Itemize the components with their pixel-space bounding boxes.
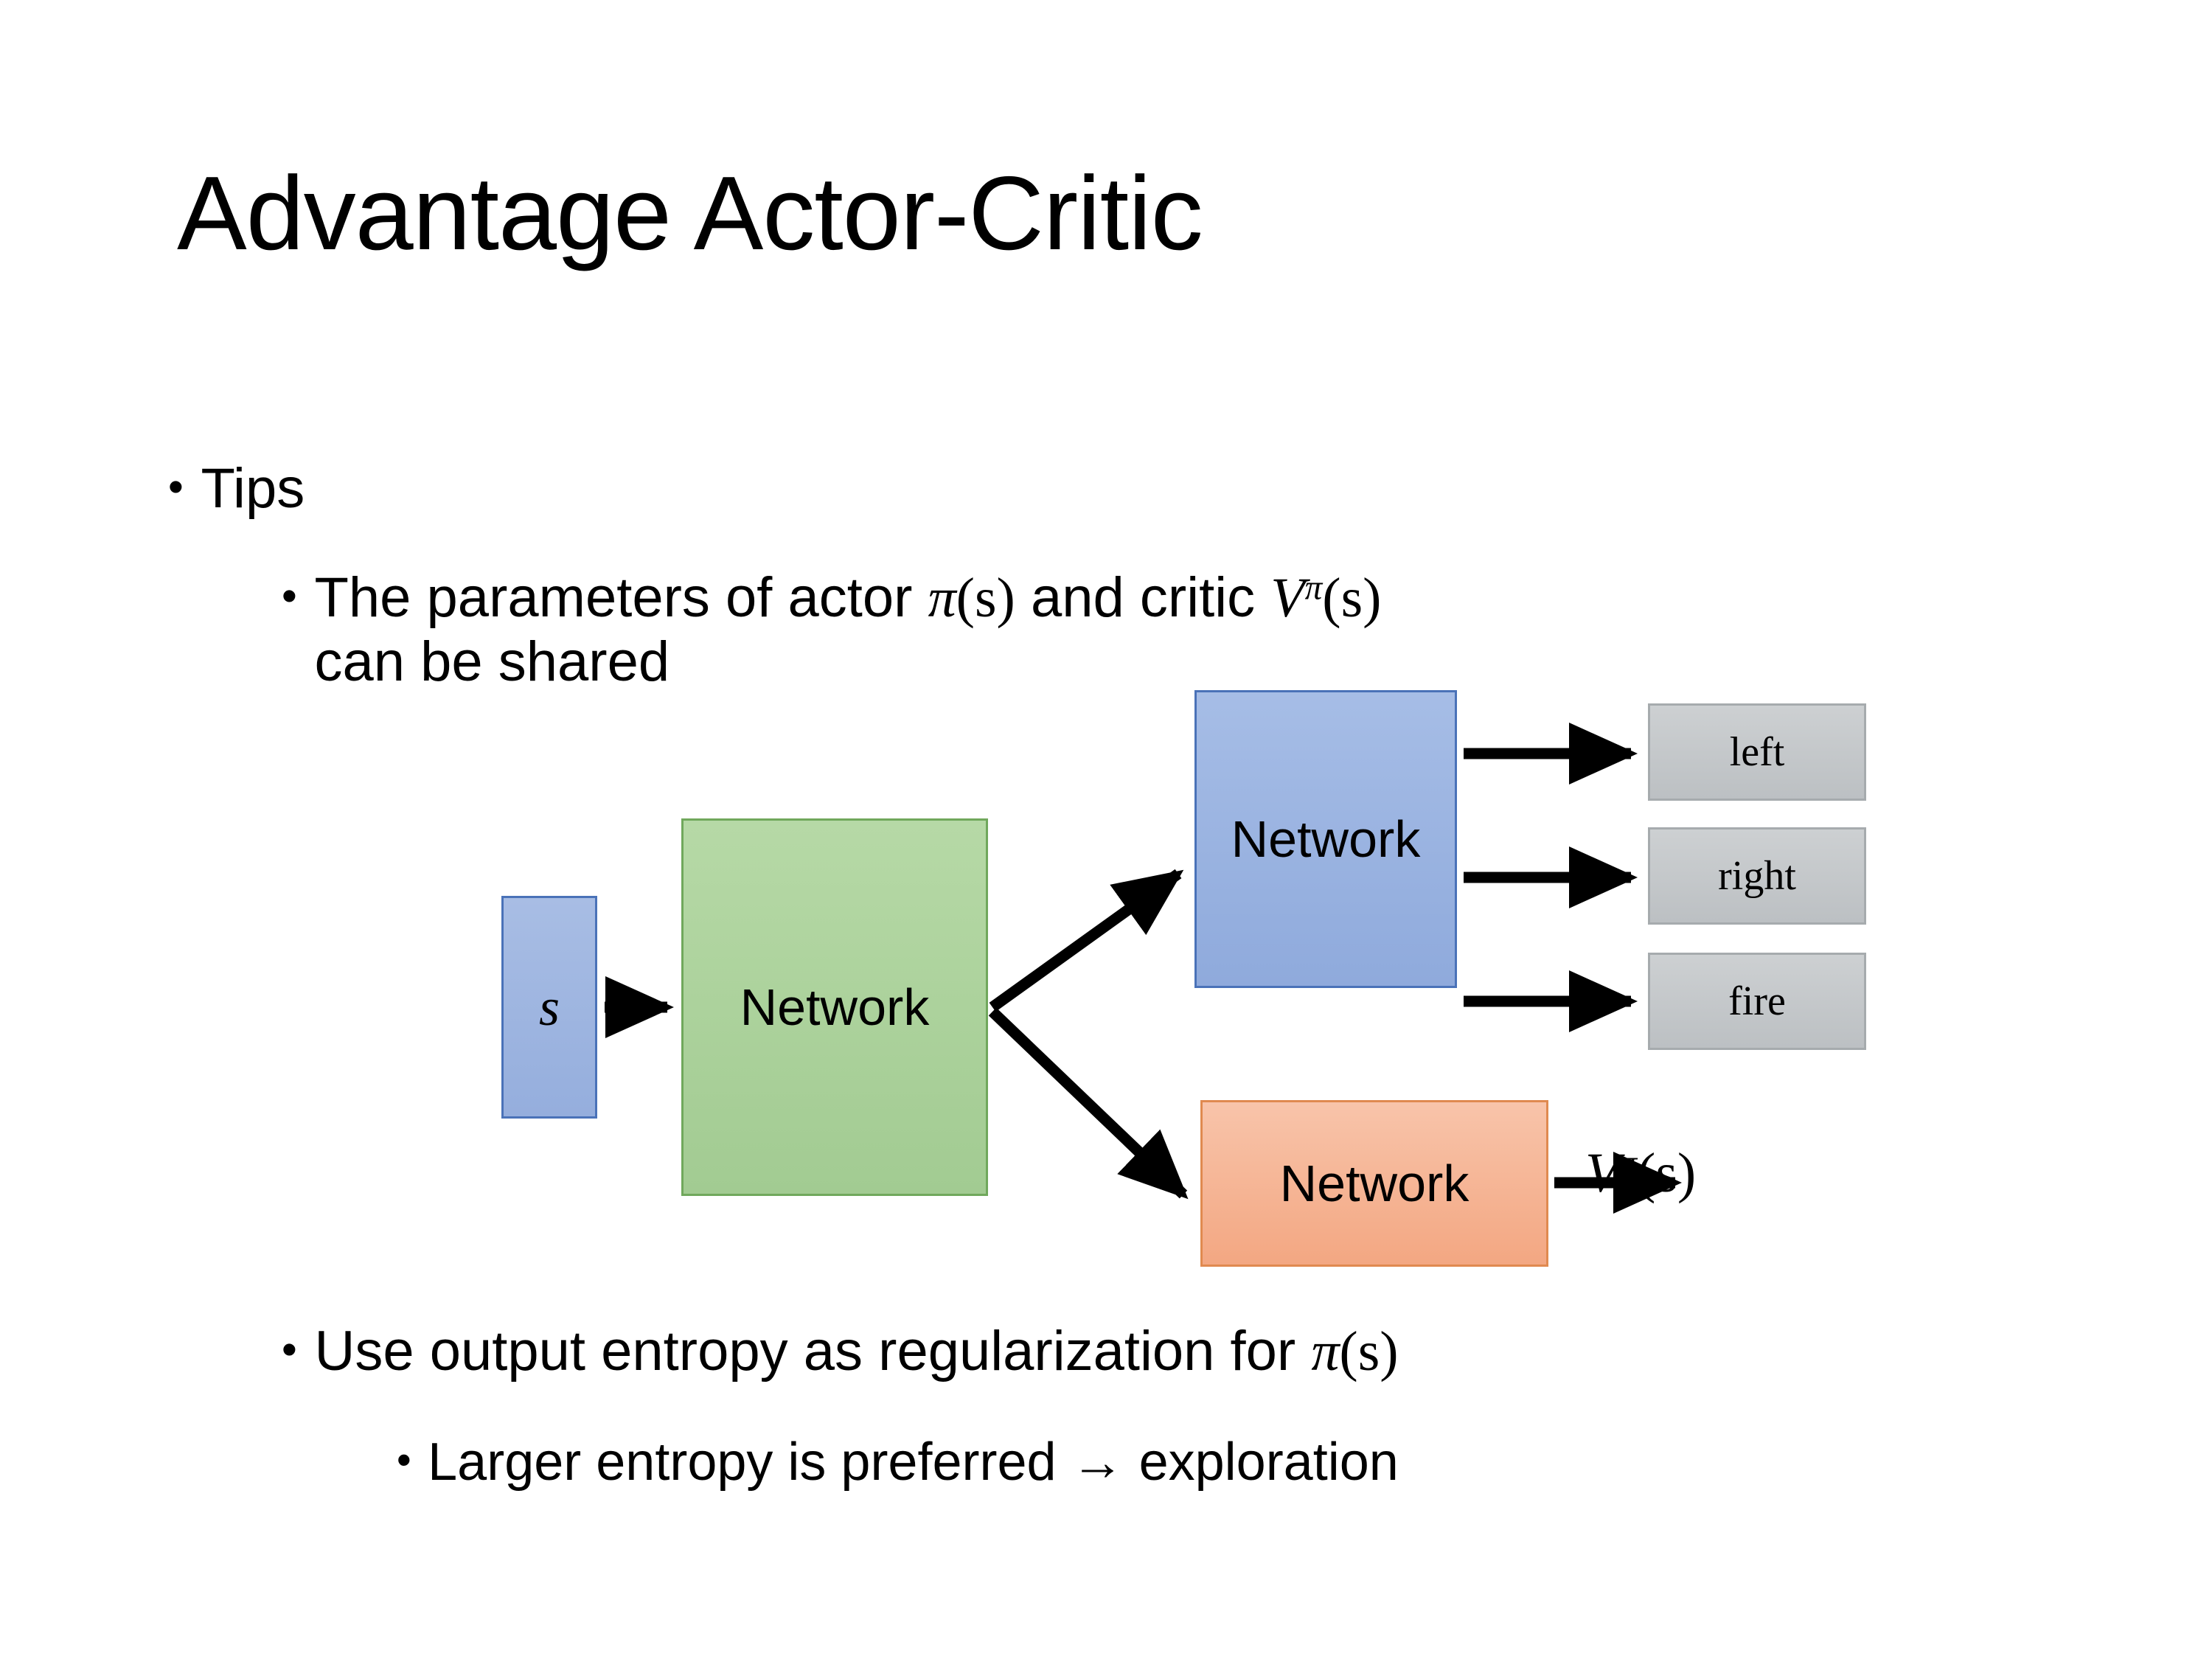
action-output-right-label: right [1718,853,1796,899]
critic-network-label: Network [1279,1155,1470,1212]
bullet-marker-icon: • [397,1436,411,1483]
bullet-tips-label: Tips [201,457,305,520]
bullet-text-prefix: The parameters of actor [314,566,928,629]
bullet-text-middle: and critic [1015,566,1271,629]
math-pi-symbol: π [928,567,956,629]
critic-network-box[interactable]: Network [1200,1100,1548,1267]
arrow-shared-to-actor [989,869,1184,1012]
math-v-superscript: π [1304,568,1323,608]
action-output-fire-label: fire [1728,978,1786,1024]
math-policy-pi: π(s) [1311,1321,1398,1382]
action-output-fire[interactable]: fire [1648,953,1866,1050]
bullet-tips: • Tips [168,457,305,521]
value-v-argument: (s) [1637,1142,1697,1204]
actor-network-box[interactable]: Network [1194,690,1457,988]
math-pi-symbol: π [1311,1321,1340,1382]
bullet-text-line2: can be shared [314,630,670,693]
bullet-entropy-prefix: Use output entropy as regularization for [314,1320,1312,1382]
bullet-marker-icon: • [282,1324,297,1374]
bullet-larger-entropy-label: Larger entropy is preferred → exploratio… [428,1433,1399,1492]
math-v-symbol: V [1270,567,1305,629]
math-policy-pi: π(s) [928,567,1015,629]
shared-network-box[interactable]: Network [681,818,988,1196]
bullet-marker-icon: • [168,462,184,511]
state-input-label: s [538,978,560,1037]
actor-network-label: Network [1231,810,1421,868]
bullet-shared-parameters: • The parameters of actor π(s) and criti… [282,566,2096,694]
math-pi-argument: (s) [956,567,1015,629]
math-value-v-pi: Vπ(s) [1270,567,1381,629]
bullet-entropy-regularization: • Use output entropy as regularization f… [282,1320,2125,1384]
state-input-box[interactable]: s [501,896,597,1119]
value-function-output: Vπ(s) [1585,1141,1696,1206]
bullet-marker-icon: • [282,571,297,620]
bullet-entropy-text: Use output entropy as regularization for… [314,1320,1398,1384]
action-output-left[interactable]: left [1648,703,1866,801]
action-output-right[interactable]: right [1648,827,1866,925]
math-v-argument: (s) [1322,567,1382,629]
bullet-larger-entropy: • Larger entropy is preferred → explorat… [397,1432,2166,1492]
shared-network-label: Network [740,978,930,1036]
value-v-superscript: π [1619,1144,1638,1183]
bullet-shared-parameters-text: The parameters of actor π(s) and critic … [314,566,1381,694]
value-v-symbol: V [1585,1142,1620,1204]
arrow-shared-to-critic [988,1007,1189,1200]
math-pi-argument: (s) [1339,1321,1399,1382]
action-output-left-label: left [1729,729,1785,775]
page-title: Advantage Actor-Critic [177,155,1203,272]
